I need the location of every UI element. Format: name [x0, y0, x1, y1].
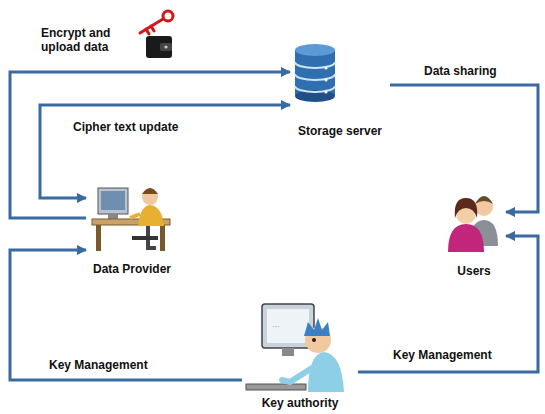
users-icon	[448, 196, 498, 252]
node-label: Key authority	[262, 396, 339, 410]
key-authority-icon: ···	[246, 304, 344, 392]
edge-label: Key Management	[392, 348, 493, 362]
node-label: Data Provider	[93, 262, 171, 276]
edge-label: Data sharing	[423, 64, 498, 78]
database-icon	[295, 44, 335, 102]
connector-arrow	[40, 105, 290, 198]
connector-arrow	[358, 236, 538, 372]
icon-node: Data Provider	[86, 182, 178, 276]
icon-node: Storage server	[290, 42, 390, 138]
node-label: Users	[457, 264, 490, 278]
edge-label: Key Management	[48, 358, 149, 372]
icon-node: Users	[442, 194, 506, 278]
icon-node: Key authority	[242, 298, 358, 410]
connector-arrow	[10, 250, 242, 380]
edge-label: Encrypt and upload data	[40, 26, 128, 54]
node-label: Storage server	[298, 124, 382, 138]
edge-label: Cipher text update	[72, 120, 179, 134]
connector-arrow	[390, 85, 538, 212]
data-provider-icon	[92, 188, 170, 251]
connector-arrow	[10, 72, 290, 218]
svg-text:···: ···	[272, 323, 280, 332]
encrypt-icon	[140, 11, 173, 58]
